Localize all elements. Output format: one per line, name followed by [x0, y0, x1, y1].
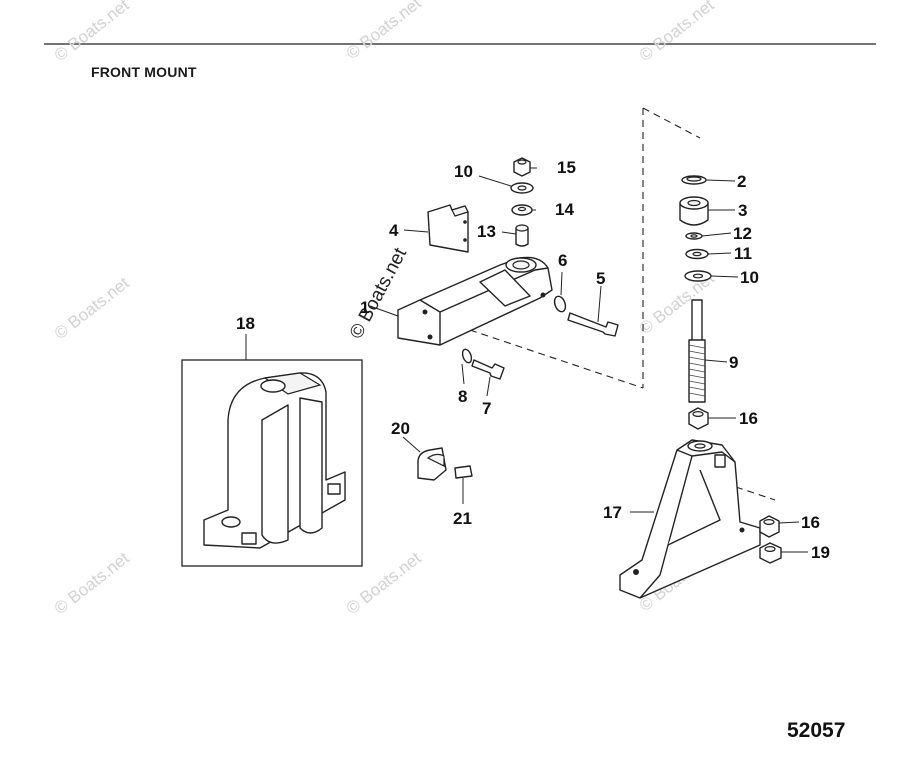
- callout-10-upper: 10: [454, 162, 473, 181]
- watermark-text: © Boats.net: [51, 0, 133, 65]
- callout-labels: 1 2 3 4 5 6 7 8 9 10 10 11 12 13 14 15 1…: [236, 158, 830, 562]
- diagram-title: FRONT MOUNT: [91, 64, 197, 80]
- part-7-bolt: [471, 359, 505, 380]
- part-11-washer: [685, 248, 709, 260]
- callout-5: 5: [596, 269, 605, 288]
- background-watermarks: © Boats.net © Boats.net © Boats.net © Bo…: [51, 0, 718, 618]
- callout-17: 17: [603, 503, 622, 522]
- callout-11: 11: [734, 244, 752, 263]
- part-13-spacer: [515, 224, 529, 247]
- part-16-nut-upper: [688, 407, 709, 430]
- part-9-stud: [688, 299, 706, 403]
- part-12-washer: [685, 232, 703, 240]
- part-2-washer: [681, 175, 707, 185]
- callout-16-upper: 16: [739, 409, 758, 428]
- callout-1: 1: [360, 298, 369, 317]
- part-19-nut: [759, 542, 782, 564]
- leader-lines: [245, 167, 808, 553]
- part-15-nut: [513, 157, 531, 177]
- callout-3: 3: [738, 201, 747, 220]
- callout-4: 4: [389, 221, 399, 240]
- part-10-washer-lower: [684, 270, 712, 282]
- part-20-clip: [417, 447, 447, 481]
- callout-7: 7: [482, 399, 491, 418]
- part-21-screw: [454, 465, 473, 479]
- part-18-mount-housing: [181, 359, 363, 567]
- callout-21: 21: [453, 509, 472, 528]
- callout-8: 8: [458, 387, 467, 406]
- callout-14: 14: [555, 200, 574, 219]
- callout-13: 13: [477, 222, 496, 241]
- alignment-lines: [469, 107, 776, 501]
- part-4-plate: [427, 204, 469, 253]
- watermark-text: © Boats.net: [51, 548, 133, 618]
- part-14-washer: [511, 204, 533, 216]
- part-10-washer-upper: [510, 182, 534, 194]
- callout-15: 15: [557, 158, 576, 177]
- part-6-washer: [553, 295, 567, 313]
- callout-12: 12: [733, 224, 752, 243]
- watermark-text: © Boats.net: [636, 0, 718, 65]
- part-17-support-stand: [619, 439, 761, 599]
- callout-19: 19: [811, 543, 830, 562]
- watermark-text: © Boats.net: [343, 0, 425, 63]
- part-5-bolt: [567, 312, 619, 337]
- callout-9: 9: [729, 353, 738, 372]
- callout-16-lower: 16: [801, 513, 820, 532]
- callout-18: 18: [236, 314, 255, 333]
- part-16-nut-lower: [759, 515, 780, 538]
- callout-10-lower: 10: [740, 268, 759, 287]
- callout-2: 2: [737, 172, 746, 191]
- callout-6: 6: [558, 251, 567, 270]
- part-8-washer: [461, 348, 473, 364]
- watermark-text: © Boats.net: [51, 273, 133, 343]
- callout-20: 20: [391, 419, 410, 438]
- part-3-bushing: [679, 196, 709, 226]
- part-1-mount-bracket: [397, 256, 553, 346]
- document-number: 52057: [787, 719, 846, 742]
